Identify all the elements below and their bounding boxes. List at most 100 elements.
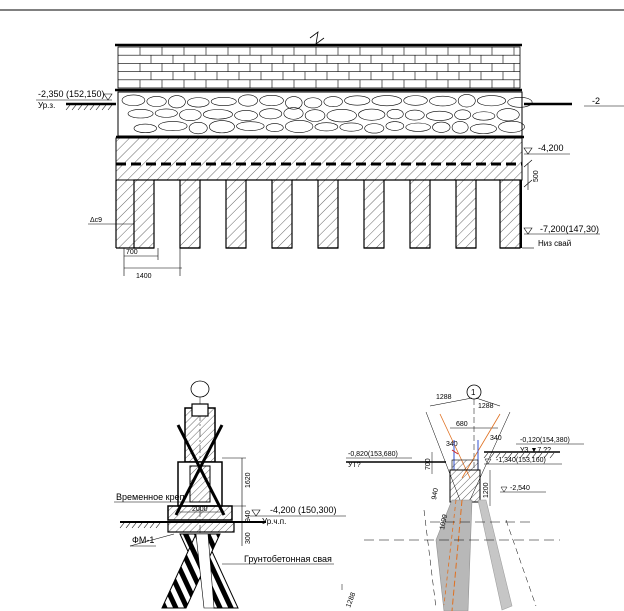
ground-hatch-mark — [155, 522, 161, 529]
br-dash-left-a — [423, 509, 437, 609]
ground-hatch-mark — [71, 104, 77, 111]
rubble-stone — [179, 108, 202, 121]
rubble-stone — [405, 122, 431, 132]
rubble-stone — [121, 94, 146, 107]
pile-shaft — [317, 179, 339, 249]
dim-700-text: 700 — [126, 249, 138, 256]
rubble-stone — [386, 108, 404, 120]
rubble-stone — [371, 95, 403, 107]
pile-shaft — [179, 179, 201, 249]
rubble-stone — [127, 109, 154, 119]
ground-hatch-mark — [537, 452, 543, 459]
rubble-stone — [507, 96, 533, 108]
fm-label: ФМ-1 — [132, 535, 154, 545]
rubble-stone — [469, 123, 497, 134]
rubble-stone — [259, 95, 284, 107]
br-dim-340-a: 340 — [446, 441, 458, 448]
br-dim-680: 680 — [456, 421, 468, 428]
pile-shaft — [455, 179, 477, 249]
br-side-pile — [477, 499, 513, 611]
left-level-label: Ур.з. — [38, 101, 55, 110]
br-level-mid-right: -1,340(153,160) — [496, 457, 546, 464]
rubble-stone — [496, 108, 520, 122]
bl-ground-hatch — [119, 522, 161, 529]
rubble-stone — [457, 94, 476, 108]
brick-wall-outline — [117, 46, 521, 89]
rubble-stone — [498, 120, 525, 133]
column-top — [184, 407, 216, 463]
mid-level-value: -4,200 — [538, 143, 564, 153]
br-dash-right-a — [505, 519, 537, 607]
bottom-level-value: -7,200(147,30) — [540, 224, 599, 234]
br-axis-label: 1 — [471, 388, 476, 397]
br-dim-stray: 1288 — [345, 592, 357, 609]
rubble-stone — [210, 97, 237, 106]
left-level-value: -2,350 (152,150) — [38, 89, 105, 99]
rubble-stone — [314, 122, 339, 132]
ground-hatch-mark — [95, 104, 101, 111]
rubble-stone — [187, 97, 210, 108]
br-dim-1288-left: 1288 — [436, 394, 452, 401]
rubble-stone — [344, 95, 371, 106]
ground-hatch-mark — [483, 452, 489, 459]
bottom-level-triangle — [523, 227, 533, 235]
rubble-stone — [238, 94, 258, 107]
br-base-block — [449, 469, 481, 503]
rubble-stone — [429, 95, 457, 107]
rubble-stone — [167, 95, 186, 109]
rubble-stone — [432, 121, 451, 133]
br-dim-1288-right: 1288 — [478, 403, 494, 410]
temp-label: Временное креп — [116, 492, 185, 502]
ground-hatch-mark — [143, 522, 149, 529]
ground-hatch-mark — [549, 452, 555, 459]
ground-hatch-mark — [131, 522, 137, 529]
rubble-stone — [236, 121, 265, 131]
rubble-stone — [326, 108, 357, 123]
br-level-2540-tri — [500, 486, 508, 493]
bottom-right-drawing: 1 1288 1288 680 340 340 — [341, 384, 584, 611]
rubble-stone — [304, 109, 326, 122]
br-dim-1288-left-line — [429, 397, 473, 407]
rubble-stone — [364, 123, 385, 134]
ground-hatch-mark — [495, 452, 501, 459]
br-dim-1288-right-line — [475, 397, 501, 407]
br-level-left-label: УТ? — [348, 462, 361, 469]
br-level-mid-right-tri — [484, 458, 492, 465]
bottom-level-label: Низ свай — [538, 239, 571, 248]
rubble-stone — [472, 111, 496, 121]
ground-hatch-left — [65, 104, 113, 111]
left-level-triangle — [103, 93, 113, 101]
brick-wall — [117, 46, 521, 89]
dim-1400-text: 1400 — [136, 273, 152, 280]
br-red-mark — [451, 449, 459, 455]
rubble-stone — [339, 122, 363, 132]
br-dim-1200: 1200 — [483, 482, 490, 498]
rubble-stone — [265, 123, 284, 132]
soil-cement-piles — [161, 533, 239, 609]
ground-hatch-mark — [119, 522, 125, 529]
rubble-stone — [451, 121, 469, 134]
rubble-stone — [154, 108, 178, 118]
right-edge-level: -2 — [592, 96, 600, 106]
bl-level-value: -4,200 (150,300) — [270, 505, 337, 515]
top-section-drawing: -2,350 (152,150) Ур.з. -2 -4,200 500 -7,… — [36, 31, 624, 280]
rubble-stone — [202, 109, 233, 120]
pile-shaft — [225, 179, 247, 249]
rubble-stone — [426, 110, 453, 121]
pile-shaft — [499, 179, 521, 249]
pile-shaft — [409, 179, 431, 249]
dim-300-text: 300 — [245, 532, 252, 544]
ground-hatch-mark — [107, 104, 113, 111]
ground-hatch-mark — [83, 104, 89, 111]
fm-label-leader — [129, 533, 175, 547]
br-inclined-pile — [435, 499, 473, 611]
rubble-stone — [403, 95, 428, 106]
rubble-stones — [121, 94, 533, 135]
br-dim-340-b: 340 — [490, 435, 502, 442]
ground-hatch-mark — [77, 104, 83, 111]
rubble-stone — [385, 121, 405, 131]
break-mark — [309, 31, 325, 45]
pile-shaft — [271, 179, 293, 249]
rubble-stone — [303, 97, 323, 109]
mid-level-triangle — [523, 147, 533, 155]
